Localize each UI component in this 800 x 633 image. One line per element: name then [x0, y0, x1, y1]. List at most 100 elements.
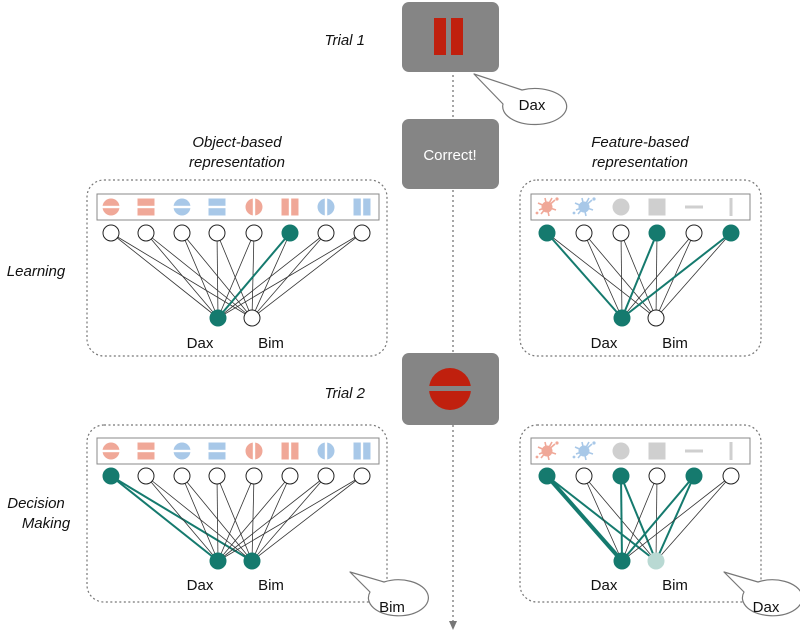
icon-horizontal-line [685, 205, 703, 209]
icon-pink-circle-vbar [245, 441, 263, 461]
icon-pink-square-vbar [281, 197, 299, 217]
icon-blue-splat [572, 441, 596, 461]
feature-decision-icon-strip [530, 437, 751, 465]
object-decision-edge-0-dax [110, 475, 219, 562]
icon-horizontal-line [685, 449, 703, 453]
feature-decision-speech-text: Dax [753, 599, 780, 616]
object-decision-dax-node [209, 552, 227, 570]
object-learning-input-node-4 [245, 224, 263, 242]
feature-decision-edge-1-dax [583, 475, 623, 562]
feature-decision-input-node-0 [538, 467, 556, 485]
object-decision-edge-7-bim [251, 475, 363, 562]
object-learning-bim-node [243, 309, 261, 327]
icon-pink-circle-hbar [101, 442, 121, 460]
object-decision-edge-1-bim [145, 475, 253, 562]
feature-decision-input-node-3 [648, 467, 666, 485]
object-decision-icon-strip [96, 437, 380, 465]
feature-learning-bim-node [647, 309, 665, 327]
icon-vertical-line [729, 442, 733, 460]
object-decision-edge-4-dax [217, 475, 255, 562]
feature-decision-bim-label: Bim [662, 577, 688, 594]
object-learning-edge-4-dax [217, 232, 255, 319]
feature-learning-edge-3-bim [655, 232, 658, 319]
connection-layer [110, 232, 732, 563]
icon-gray-circle [612, 198, 630, 216]
object-decision-edge-7-dax [217, 475, 363, 562]
feature-learning-bim-label: Bim [662, 335, 688, 352]
object-learning-edge-3-dax [216, 232, 219, 319]
object-learning-input-node-5 [281, 224, 299, 242]
feature-decision-bim-node [647, 552, 665, 570]
object-decision-speech-text: Bim [379, 599, 405, 616]
feature-decision-edge-4-dax [621, 475, 695, 562]
object-decision-input-node-7 [353, 467, 371, 485]
object-learning-edge-1-bim [145, 232, 253, 319]
trial1-label: Trial 1 [324, 32, 365, 49]
icon-blue-square-hbar [207, 442, 227, 460]
feature-decision-edge-5-dax [621, 475, 732, 562]
feature-decision-input-node-1 [575, 467, 593, 485]
row-label-learning: Learning [7, 263, 66, 280]
object-learning-input-node-0 [102, 224, 120, 242]
feature-decision-edge-0-bim [546, 475, 657, 562]
feature-decision-icons [535, 441, 733, 461]
feature-decision-edge-2-dax [620, 475, 623, 562]
feature-decision-edge-3-dax [621, 475, 658, 562]
icon-pink-splat [535, 197, 559, 217]
feature-learning-input-node-2 [612, 224, 630, 242]
trial1-stimulus-icon [434, 18, 463, 55]
object-learning-dax-label: Dax [187, 335, 214, 352]
feature-learning-edge-2-dax [620, 232, 623, 319]
icon-pink-square-vbar [281, 441, 299, 461]
object-learning-edge-2-bim [181, 232, 253, 319]
feature-learning-input-node-5 [722, 224, 740, 242]
icon-blue-square-vbar [353, 197, 371, 217]
object-learning-edge-5-bim [251, 232, 291, 319]
object-learning-panel [86, 179, 388, 357]
feature-learning-edge-0-dax [546, 232, 623, 319]
object-decision-speech-bubble: Bim [349, 571, 429, 617]
icon-vertical-line [729, 198, 733, 216]
feature-learning-input-node-3 [648, 224, 666, 242]
object-decision-panel [86, 424, 388, 603]
feature-learning-dax-label: Dax [591, 335, 618, 352]
trial2-label: Trial 2 [324, 385, 365, 402]
feature-decision-dax-node [613, 552, 631, 570]
trial2-stimulus-icon [429, 368, 471, 410]
object-decision-edge-5-bim [251, 475, 291, 562]
feature-learning-dax-node [613, 309, 631, 327]
feedback-box [402, 119, 499, 189]
object-decision-edge-3-bim [216, 475, 253, 562]
object-decision-input-node-0 [102, 467, 120, 485]
object-decision-edge-6-bim [251, 475, 327, 562]
object-decision-input-node-3 [208, 467, 226, 485]
row-label-decision-line2: Making [22, 515, 71, 532]
feature-decision-panel [519, 424, 762, 603]
object-learning-edge-2-dax [181, 232, 219, 319]
feature-learning-edge-4-dax [621, 232, 695, 319]
feature-learning-panel [519, 179, 762, 357]
object-decision-input-node-1 [137, 467, 155, 485]
object-decision-icons [101, 441, 371, 461]
icon-layer [101, 197, 733, 461]
feedback-text: Correct! [423, 147, 476, 164]
feature-decision-edge-3-bim [655, 475, 658, 562]
icon-blue-splat [572, 197, 596, 217]
object-decision-edge-2-dax [181, 475, 219, 562]
feature-decision-speech-bubble: Dax [723, 571, 800, 617]
feature-learning-icon-strip [530, 193, 751, 221]
feature-decision-edge-5-bim [655, 475, 732, 562]
object-learning-input-node-6 [317, 224, 335, 242]
object-decision-input-node-5 [281, 467, 299, 485]
feature-decision-edge-0-dax [545, 474, 624, 563]
icon-blue-circle-vbar [317, 197, 335, 217]
object-learning-edge-3-bim [216, 232, 253, 319]
object-decision-bim-node [243, 552, 261, 570]
icon-blue-square-hbar [207, 198, 227, 216]
object-learning-edge-5-dax [217, 232, 291, 319]
feature-panel-title-line1: Feature-based [591, 134, 689, 151]
object-decision-edge-1-dax [145, 475, 219, 562]
feature-learning-edge-5-dax [621, 232, 732, 319]
feature-learning-input-node-1 [575, 224, 593, 242]
